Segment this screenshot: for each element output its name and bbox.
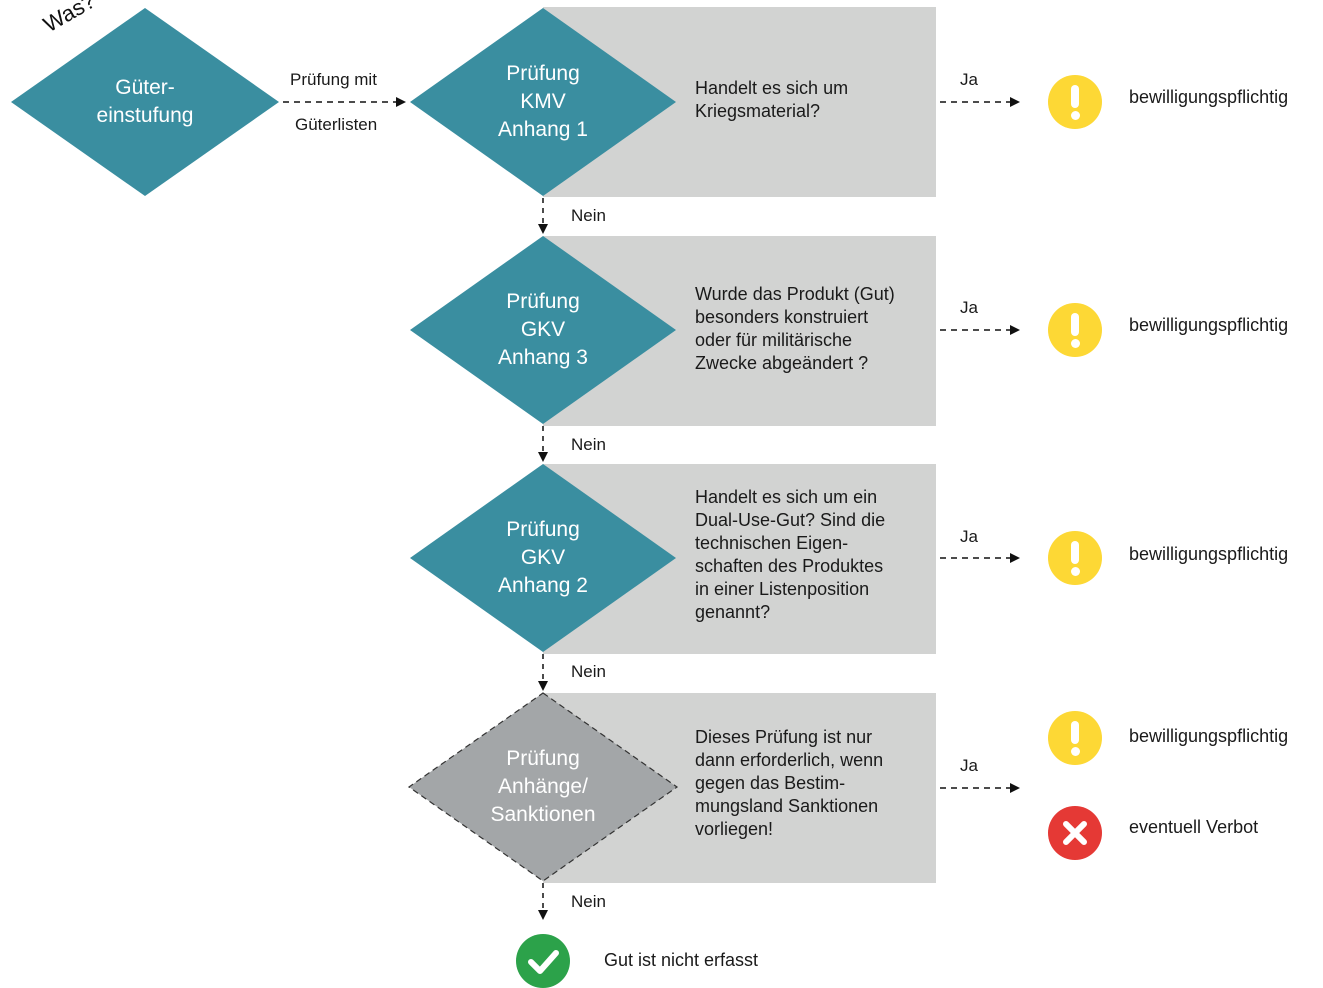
question-1: Handelt es sich um Kriegsmaterial? — [695, 78, 849, 121]
step-label-1: Prüfung KMV Anhang 1 — [498, 62, 588, 141]
step-label-2: Prüfung GKV Anhang 3 — [498, 290, 588, 369]
connector-label-top: Prüfung mit — [290, 70, 377, 89]
yes-label-2: Ja — [960, 298, 978, 317]
no-label-2: Nein — [571, 435, 606, 454]
step-diamond-4 — [407, 692, 679, 882]
warning-icon — [1048, 711, 1102, 765]
yes-label-3: Ja — [960, 527, 978, 546]
step-diamond-3 — [410, 464, 676, 652]
no-label-3: Nein — [571, 662, 606, 681]
error-icon — [1048, 806, 1102, 860]
connector-label-bottom: Güterlisten — [295, 115, 378, 134]
result-4: bewilligungspflichtig — [1129, 726, 1289, 746]
result-4b: eventuell Verbot — [1129, 817, 1259, 837]
question-2: Wurde das Produkt (Gut) besonders konstr… — [695, 284, 895, 373]
step-diamond-1 — [410, 8, 676, 196]
step-diamond-2 — [410, 236, 676, 424]
final-text: Gut ist nicht erfasst — [604, 950, 759, 970]
step-label-4: Prüfung Anhänge/ Sanktionen — [490, 747, 596, 826]
warning-icon — [1048, 531, 1102, 585]
yes-label-1: Ja — [960, 70, 978, 89]
warning-icon — [1048, 303, 1102, 357]
question-4: Dieses Prüfung ist nur dann erforderlich… — [695, 727, 884, 839]
result-1: bewilligungspflichtig — [1129, 87, 1289, 107]
no-label-1: Nein — [571, 206, 606, 225]
no-label-4: Nein — [571, 892, 606, 911]
result-3: bewilligungspflichtig — [1129, 544, 1289, 564]
yes-label-4: Ja — [960, 756, 978, 775]
step-label-3: Prüfung GKV Anhang 2 — [498, 518, 588, 597]
warning-icon — [1048, 75, 1102, 129]
start-label: Güter- einstufung — [96, 76, 194, 127]
start-diamond — [11, 8, 279, 196]
question-3: Handelt es sich um ein Dual-Use-Gut? Sin… — [695, 487, 886, 622]
check-icon — [516, 934, 570, 988]
result-2: bewilligungspflichtig — [1129, 315, 1289, 335]
